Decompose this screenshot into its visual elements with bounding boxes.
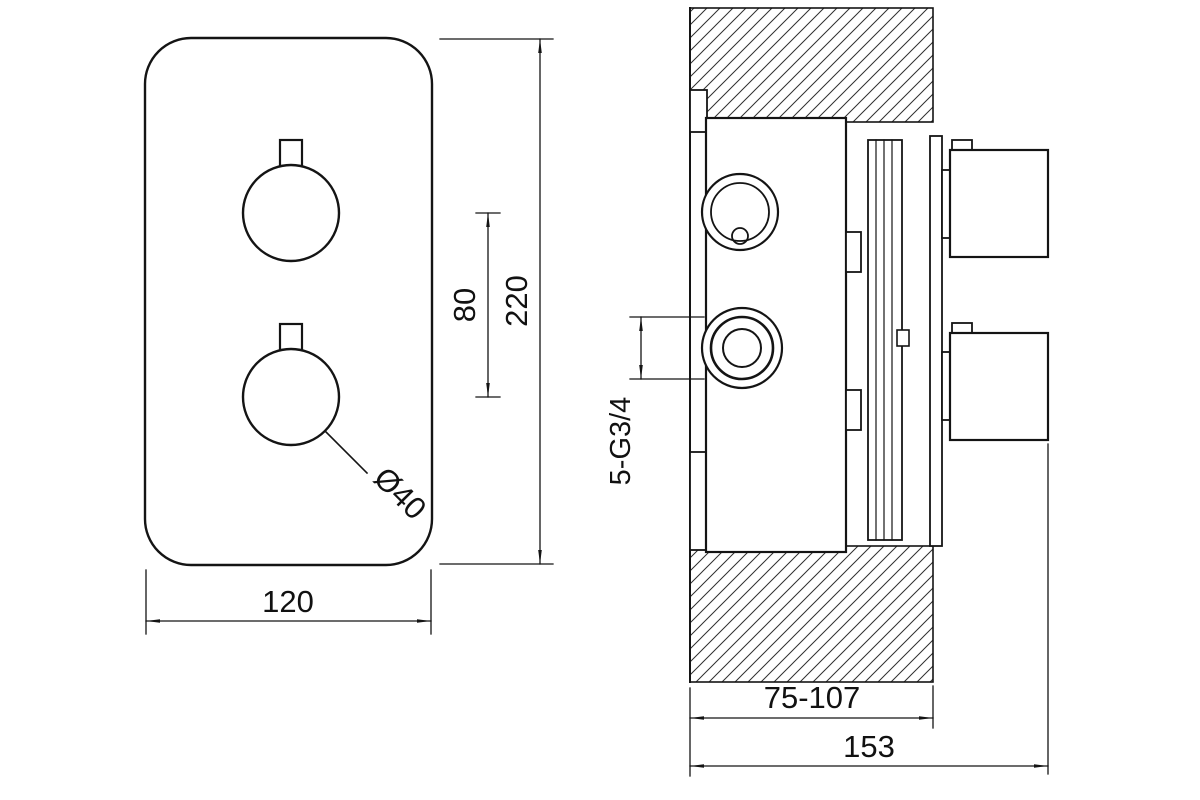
port-bottom-ring <box>709 315 775 381</box>
mounting-tab-top <box>689 89 708 133</box>
dim-total-depth-label: 153 <box>843 729 895 764</box>
knob-diameter-leader <box>323 429 369 475</box>
dimension-total-depth <box>689 443 1049 775</box>
dimension-depth-range <box>689 685 934 777</box>
dim-height-label: 220 <box>499 275 534 327</box>
port-top-button <box>731 227 749 245</box>
side-view: 5-G3/4 75-107 153 <box>605 7 1050 777</box>
knob-top <box>241 163 341 263</box>
dimension-knob-spacing <box>475 212 501 398</box>
plate-stack-group <box>867 135 943 547</box>
plate-clip <box>896 329 910 347</box>
escutcheon-plate <box>929 135 943 547</box>
handle-body-bottom <box>948 331 1050 442</box>
front-view: 220 80 120 Ø40 <box>143 36 554 635</box>
wall-hatch-bottom <box>689 545 934 683</box>
handle-notch-top <box>951 139 973 151</box>
valve-body-group <box>689 89 862 554</box>
body-tab-right-bottom <box>845 389 862 431</box>
body-tab-right-top <box>845 231 862 273</box>
dimension-width <box>145 569 432 635</box>
knob-bottom <box>241 347 341 447</box>
handle-side-top <box>941 139 1050 259</box>
wall-section <box>689 7 934 683</box>
port-bottom-thread <box>722 328 762 368</box>
dim-thread-label: 5-G3/4 <box>605 397 637 486</box>
leader-line <box>323 429 369 475</box>
handle-side-bottom <box>941 322 1050 442</box>
dim-depth-range-label: 75-107 <box>764 680 861 715</box>
dimension-height <box>439 38 554 565</box>
dimension-thread <box>629 316 705 380</box>
wall-hatch-top <box>689 7 934 123</box>
mounting-tab-bottom <box>689 451 708 551</box>
dim-knob-spacing-label: 80 <box>447 288 482 322</box>
port-bottom-outer <box>700 306 784 390</box>
port-top-outer <box>700 172 780 252</box>
handle-body-top <box>948 148 1050 259</box>
faceplate-outline <box>143 36 434 567</box>
handle-notch-bottom <box>951 322 973 334</box>
port-top-inner <box>710 182 770 242</box>
dim-width-label: 120 <box>262 584 314 619</box>
